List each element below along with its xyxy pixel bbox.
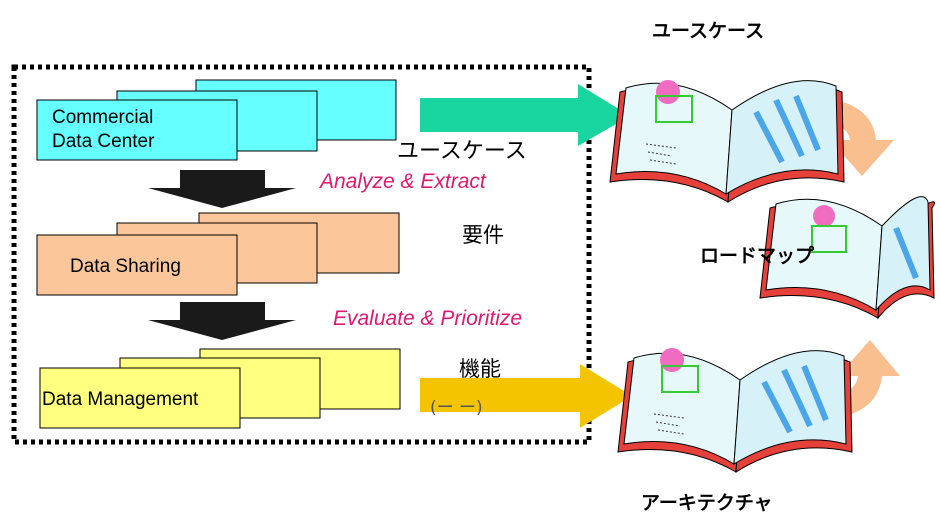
process-frame xyxy=(11,64,592,445)
right-arrow-icon xyxy=(420,84,630,146)
stage-label: Commercial Data Center xyxy=(52,107,155,152)
step-label: Analyze & Extract xyxy=(320,170,486,193)
down-arrow-icon xyxy=(148,302,296,340)
output-label: 要件 xyxy=(462,223,504,247)
stage-label: Data Sharing xyxy=(70,256,181,277)
output-label: 機能 xyxy=(459,357,501,381)
document-title: ユースケース xyxy=(652,20,765,42)
stage-card-front xyxy=(39,367,241,429)
output-label-partial: (ー ー) xyxy=(430,398,483,418)
output-label: ユースケース xyxy=(397,139,527,164)
down-arrow-icon xyxy=(148,170,296,208)
stage-card-front xyxy=(36,234,238,296)
stage-card-front xyxy=(36,99,238,161)
right-arrow-icon xyxy=(420,364,632,428)
book-icon xyxy=(609,80,845,203)
book-icon xyxy=(759,196,936,320)
document-title: アーキテクチャ xyxy=(641,492,773,514)
stage-label: Data Management xyxy=(42,389,199,410)
step-label: Evaluate & Prioritize xyxy=(333,307,523,330)
document-title: ロードマップ xyxy=(700,245,815,267)
book-icon xyxy=(617,348,853,473)
